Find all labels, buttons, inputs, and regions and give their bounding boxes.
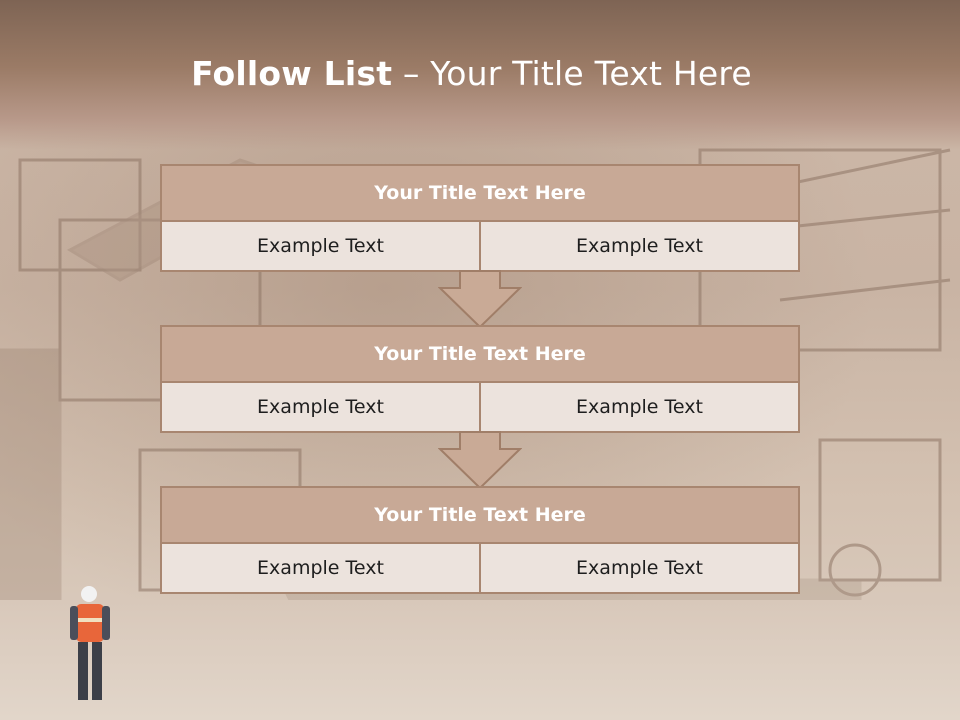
block-cell-left: Example Text: [162, 222, 479, 270]
block-row: Example Text Example Text: [162, 222, 798, 270]
block-title: Your Title Text Here: [162, 327, 798, 383]
worker-figure: [70, 586, 110, 700]
block-cell-left: Example Text: [162, 383, 479, 431]
ground: [0, 600, 960, 720]
block-row: Example Text Example Text: [162, 544, 798, 592]
list-block: Your Title Text Here Example Text Exampl…: [160, 486, 800, 594]
block-cell-left: Example Text: [162, 544, 479, 592]
block-cell-right: Example Text: [479, 383, 798, 431]
header-band: [0, 0, 960, 150]
title-rest: – Your Title Text Here: [392, 54, 752, 93]
down-arrow-icon: [438, 270, 522, 328]
down-arrow-icon: [438, 431, 522, 489]
slide-title: Follow List – Your Title Text Here: [0, 54, 943, 93]
block-cell-right: Example Text: [479, 222, 798, 270]
list-block: Your Title Text Here Example Text Exampl…: [160, 164, 800, 272]
block-title: Your Title Text Here: [162, 166, 798, 222]
block-title: Your Title Text Here: [162, 488, 798, 544]
block-cell-right: Example Text: [479, 544, 798, 592]
title-bold: Follow List: [191, 54, 393, 93]
block-row: Example Text Example Text: [162, 383, 798, 431]
list-block: Your Title Text Here Example Text Exampl…: [160, 325, 800, 433]
